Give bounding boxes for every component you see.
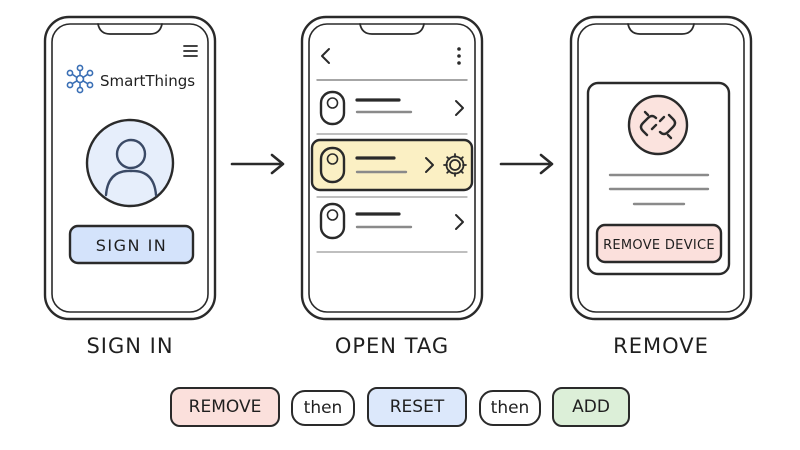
- remove-dialog: [586, 81, 731, 276]
- device-row-highlighted[interactable]: [310, 138, 474, 192]
- phone-open-tag: [300, 15, 484, 321]
- chevron-right-icon: [455, 214, 464, 230]
- arrow-right-icon: [230, 153, 285, 175]
- sequence-pill-reset: RESET: [367, 387, 467, 427]
- sequence-pill-add: ADD: [552, 387, 630, 427]
- arrow-right-icon: [499, 153, 554, 175]
- sequence-then: then: [479, 390, 541, 426]
- device-row[interactable]: [319, 202, 464, 240]
- sequence-then: then: [291, 390, 355, 426]
- tag-device-icon: [319, 202, 346, 240]
- sequence-pill-remove: REMOVE: [170, 387, 280, 427]
- phone-sign-in: [43, 15, 217, 321]
- tag-device-icon: [319, 146, 346, 184]
- sign-in-button-label[interactable]: SIGN IN: [96, 236, 168, 255]
- remove-device-button-label[interactable]: REMOVE DEVICE: [603, 238, 715, 253]
- broken-link-icon: [627, 94, 689, 156]
- smartthings-logo-icon: [66, 64, 94, 94]
- more-options-icon[interactable]: [457, 47, 461, 65]
- user-avatar-icon: [85, 118, 175, 208]
- step-caption-open-tag: OPEN TAG: [334, 334, 450, 358]
- remove-device-button-shape[interactable]: [595, 223, 723, 264]
- step-caption-remove: REMOVE: [613, 334, 709, 358]
- chevron-right-icon: [425, 157, 434, 173]
- phone-remove: [569, 15, 753, 321]
- tag-device-icon: [319, 90, 346, 126]
- device-row[interactable]: [319, 90, 464, 126]
- sign-in-button-shape[interactable]: [68, 224, 195, 265]
- chevron-right-icon: [455, 100, 464, 116]
- back-arrow-icon[interactable]: [321, 48, 330, 64]
- app-name: SmartThings: [100, 72, 195, 90]
- step-caption-sign-in: SIGN IN: [86, 334, 174, 358]
- hamburger-menu-icon[interactable]: [183, 45, 198, 57]
- gear-icon[interactable]: [443, 153, 467, 177]
